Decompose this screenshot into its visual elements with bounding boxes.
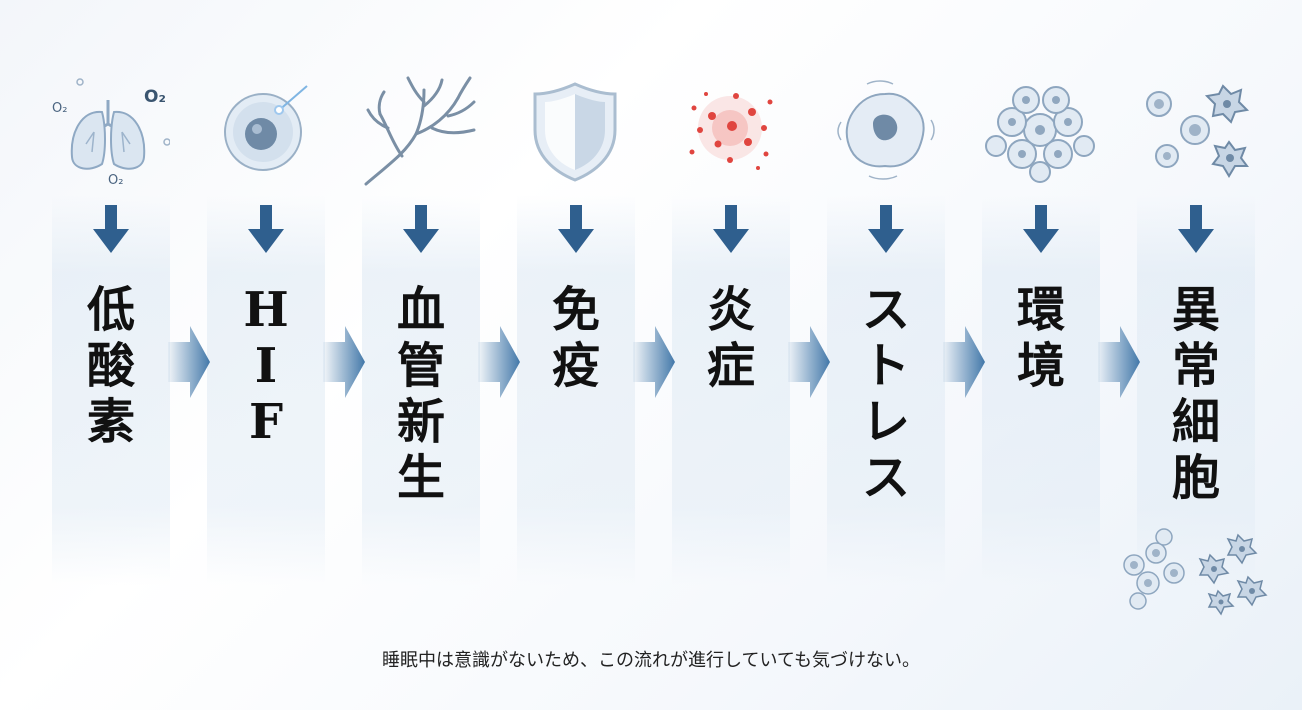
step-column-8 xyxy=(1137,195,1255,585)
step-label-hypoxia: 低 酸 素 xyxy=(52,282,170,450)
label-char: 管 xyxy=(396,338,445,394)
inflammation-icon xyxy=(672,72,790,190)
label-char: ト xyxy=(861,338,910,394)
chevron-right-icon xyxy=(943,324,985,400)
step-label-immunity: 免 疫 xyxy=(517,282,635,394)
label-char: 境 xyxy=(1016,338,1065,394)
step-label-inflammation: 炎 症 xyxy=(672,282,790,394)
label-char: F xyxy=(248,394,284,450)
chevron-right-icon xyxy=(633,324,675,400)
o2-label: O₂ xyxy=(144,87,166,107)
label-char: 常 xyxy=(1171,338,1220,394)
cell-icon xyxy=(207,72,325,190)
label-char: レ xyxy=(861,394,910,450)
label-char: 素 xyxy=(86,394,135,450)
down-arrow-icon xyxy=(556,205,596,255)
step-column-6 xyxy=(827,195,945,585)
abnormal-cells-cluster-icon xyxy=(1120,525,1270,617)
chevron-right-icon xyxy=(788,324,830,400)
chevron-right-icon xyxy=(1098,324,1140,400)
label-char: 酸 xyxy=(86,338,135,394)
step-label-stress: ス ト レ ス xyxy=(827,282,945,506)
label-char: 炎 xyxy=(706,282,755,338)
down-arrow-icon xyxy=(711,205,751,255)
down-arrow-icon xyxy=(246,205,286,255)
stressed-cell-icon xyxy=(827,72,945,190)
step-column-3 xyxy=(362,195,480,585)
step-label-abnormal-cells: 異 常 細 胞 xyxy=(1137,282,1255,506)
abnormal-cells-icon xyxy=(1137,72,1255,190)
blood-vessel-icon xyxy=(362,72,480,190)
down-arrow-icon xyxy=(401,205,441,255)
chevron-right-icon xyxy=(323,324,365,400)
down-arrow-icon xyxy=(866,205,906,255)
down-arrow-icon xyxy=(1176,205,1216,255)
label-char: 環 xyxy=(1016,282,1065,338)
step-label-hif: H I F xyxy=(207,282,325,450)
label-char: 血 xyxy=(396,282,445,338)
label-char: ス xyxy=(861,282,910,338)
down-arrow-icon xyxy=(91,205,131,255)
label-char: H xyxy=(243,282,289,338)
down-arrow-icon xyxy=(1021,205,1061,255)
label-char: 症 xyxy=(706,338,755,394)
label-char: 新 xyxy=(396,394,445,450)
step-column-1 xyxy=(52,195,170,585)
label-char: 低 xyxy=(86,282,135,338)
shield-icon xyxy=(517,72,635,190)
step-column-4 xyxy=(517,195,635,585)
step-column-7 xyxy=(982,195,1100,585)
footer-caption: 睡眠中は意識がないため、この流れが進行していても気づけない。 xyxy=(381,650,921,671)
chevron-right-icon xyxy=(168,324,210,400)
label-char: ス xyxy=(861,450,910,506)
step-label-angiogenesis: 血 管 新 生 xyxy=(362,282,480,506)
cell-cluster-icon xyxy=(982,72,1100,190)
o2-label: O₂ xyxy=(108,173,123,188)
lungs-icon: O₂ O₂ O₂ xyxy=(52,72,170,190)
label-char: 異 xyxy=(1171,282,1220,338)
label-char: 免 xyxy=(551,282,600,338)
label-char: 細 xyxy=(1171,394,1220,450)
label-char: 胞 xyxy=(1171,450,1220,506)
chevron-right-icon xyxy=(478,324,520,400)
step-column-5 xyxy=(672,195,790,585)
label-char: 生 xyxy=(396,450,445,506)
o2-label: O₂ xyxy=(52,101,67,116)
label-char: I xyxy=(254,338,278,394)
label-char: 疫 xyxy=(551,338,600,394)
step-column-2 xyxy=(207,195,325,585)
step-label-environment: 環 境 xyxy=(982,282,1100,394)
